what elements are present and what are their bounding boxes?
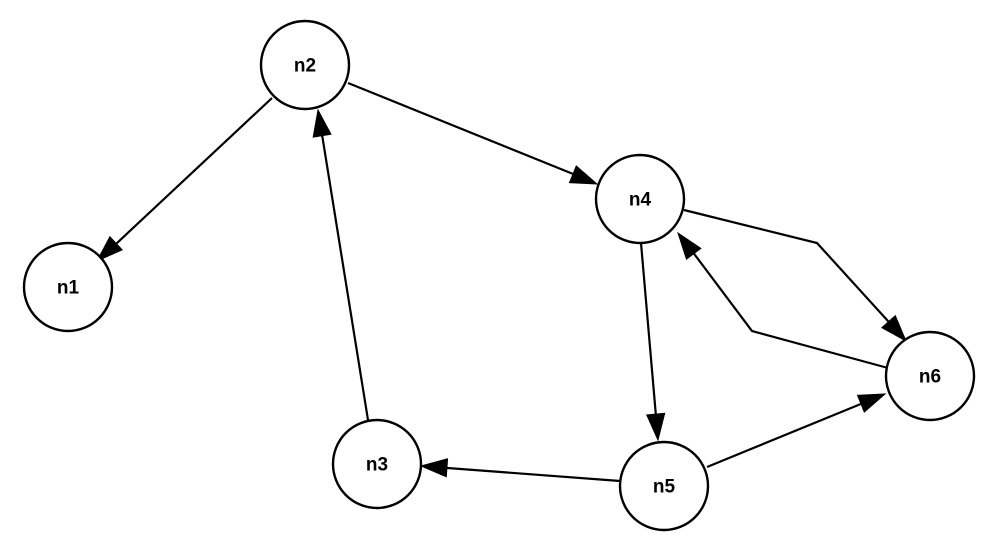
node-label: n2 xyxy=(294,56,316,77)
node-circle[interactable] xyxy=(22,241,114,333)
nodes-layer: n1 n2 n3 n4 n5 n6 xyxy=(22,19,976,532)
graph-edge-n4-to-n5[interactable] xyxy=(639,242,666,442)
edge-line xyxy=(347,81,589,182)
node-circle[interactable] xyxy=(331,418,423,510)
edge-line xyxy=(683,208,899,333)
graph-edge-n4-to-n6[interactable] xyxy=(683,208,908,343)
graph-edge-n3-to-n2[interactable] xyxy=(312,108,370,421)
arrow-head-icon xyxy=(568,165,599,185)
graph-edge-n5-to-n3[interactable] xyxy=(419,458,621,483)
arrow-head-icon xyxy=(312,108,332,138)
node-circle[interactable] xyxy=(884,330,976,422)
graph-edge-n5-to-n6[interactable] xyxy=(706,393,887,469)
graph-node-n3[interactable]: n3 xyxy=(331,418,423,510)
node-label: n3 xyxy=(366,455,388,476)
edge-line xyxy=(100,97,273,259)
node-circle[interactable] xyxy=(594,153,686,245)
graph-edge-n6-to-n4[interactable] xyxy=(677,231,889,370)
node-label: n5 xyxy=(653,477,676,498)
graph-node-n4[interactable]: n4 xyxy=(594,153,686,245)
arrow-head-icon xyxy=(881,314,908,343)
graph-edge-n2-to-n1[interactable] xyxy=(95,97,273,263)
graph-node-n1[interactable]: n1 xyxy=(22,241,114,333)
edge-line xyxy=(685,242,889,370)
graph-edge-n2-to-n4[interactable] xyxy=(347,81,599,185)
node-label: n1 xyxy=(57,278,80,299)
edge-line xyxy=(706,397,874,469)
edges-layer xyxy=(95,81,908,483)
node-circle[interactable] xyxy=(618,440,710,532)
graph-node-n5[interactable]: n5 xyxy=(618,440,710,532)
arrow-head-icon xyxy=(856,393,887,413)
graph-node-n2[interactable]: n2 xyxy=(259,19,351,111)
arrow-head-icon xyxy=(419,458,449,478)
edge-line xyxy=(433,465,621,483)
arrow-head-icon xyxy=(677,231,702,261)
edge-line xyxy=(639,242,659,429)
arrow-head-icon xyxy=(646,412,666,442)
node-circle[interactable] xyxy=(259,19,351,111)
edge-line xyxy=(318,121,370,421)
graph-node-n6[interactable]: n6 xyxy=(884,330,976,422)
node-label: n6 xyxy=(919,367,941,388)
node-label: n4 xyxy=(629,190,652,211)
arrow-head-icon xyxy=(95,235,123,263)
